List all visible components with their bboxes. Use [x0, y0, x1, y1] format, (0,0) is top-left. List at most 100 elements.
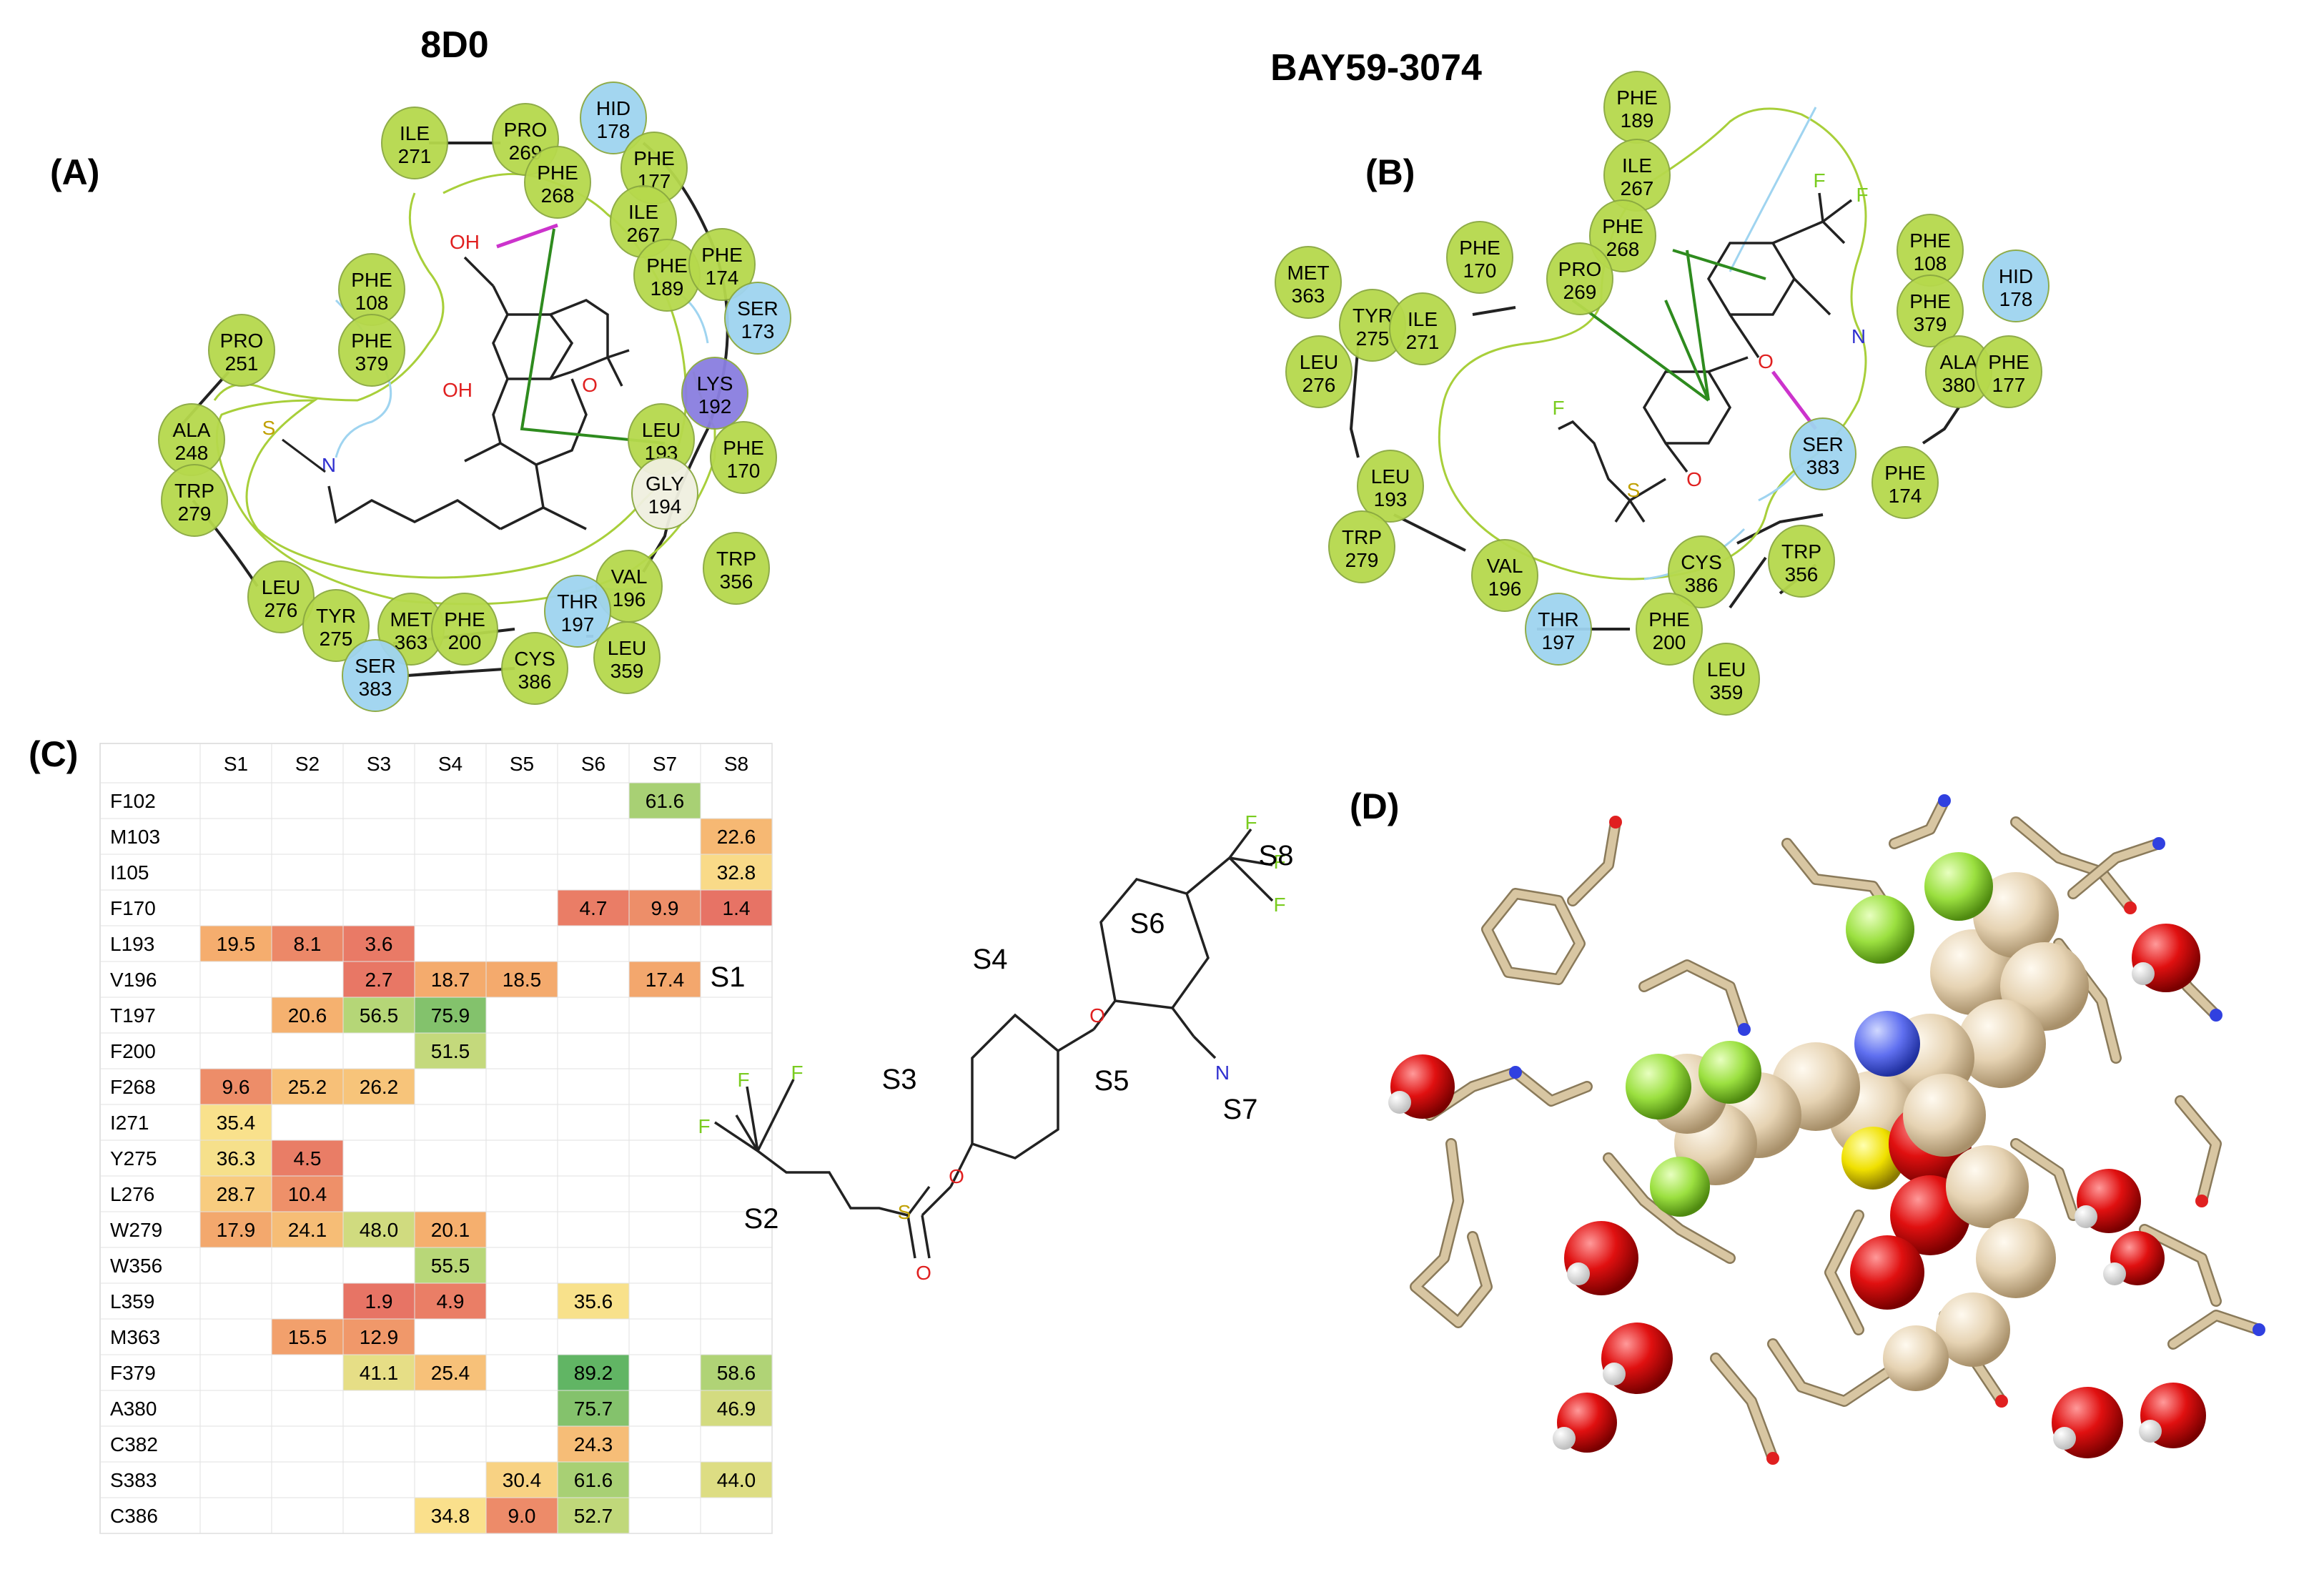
- row-label: V196: [110, 969, 157, 991]
- svg-text:TYR: TYR: [316, 605, 356, 627]
- cell-value: 4.9: [437, 1290, 465, 1313]
- table-cell: [272, 1069, 343, 1104]
- svg-text:178: 178: [1999, 288, 2033, 310]
- atom-o-c1: O: [916, 1262, 931, 1284]
- svg-text:PHE: PHE: [537, 162, 578, 184]
- svg-text:170: 170: [1463, 259, 1497, 282]
- cell-value: 9.9: [651, 897, 679, 919]
- table-cell: [415, 997, 486, 1033]
- cell-value: 52.7: [574, 1505, 613, 1527]
- column-header: S5: [510, 753, 534, 775]
- row-label: L276: [110, 1183, 154, 1205]
- table-cell: [272, 926, 343, 962]
- svg-text:PHE: PHE: [351, 269, 392, 291]
- svg-text:TRP: TRP: [716, 548, 756, 570]
- 3d-binding-pose: [1388, 794, 2265, 1465]
- cell-value: 24.3: [574, 1433, 613, 1455]
- atom-n-b: N: [1851, 325, 1866, 347]
- table-cell: [272, 1176, 343, 1212]
- row-label: F200: [110, 1040, 156, 1062]
- atom-ho-a: OH: [442, 379, 473, 401]
- svg-text:PHE: PHE: [1884, 462, 1926, 484]
- atom-o-a: O: [582, 374, 598, 396]
- row-label: C382: [110, 1433, 158, 1455]
- table-cell: [701, 1355, 772, 1390]
- atom-f-c6: F: [1273, 894, 1285, 916]
- site-label-s7: S7: [1223, 1094, 1258, 1125]
- svg-text:170: 170: [727, 460, 761, 482]
- column-header: S8: [724, 753, 748, 775]
- ligand-8d0: [327, 256, 630, 530]
- row-label: M363: [110, 1326, 160, 1348]
- cell-value: 22.6: [717, 826, 756, 848]
- cell-value: 18.5: [503, 969, 542, 991]
- table-cell: [558, 1498, 629, 1533]
- svg-text:LEU: LEU: [262, 576, 300, 598]
- pi-stacking-b: [1571, 249, 1766, 402]
- site-label-s2: S2: [744, 1203, 779, 1235]
- row-label: M103: [110, 826, 160, 848]
- svg-text:189: 189: [1621, 109, 1654, 132]
- atom-o-c2: O: [949, 1165, 964, 1187]
- svg-text:VAL: VAL: [611, 565, 648, 588]
- site-label-s8: S8: [1259, 840, 1294, 871]
- table-cell: [415, 1355, 486, 1390]
- cell-value: 4.7: [580, 897, 608, 919]
- svg-text:ALA: ALA: [173, 419, 211, 441]
- svg-text:200: 200: [448, 631, 482, 653]
- table-cell: [272, 1212, 343, 1247]
- svg-text:268: 268: [1606, 238, 1640, 260]
- table-row: M103 22.6: [110, 819, 772, 854]
- row-label: L193: [110, 933, 154, 955]
- panel-label-b: (B): [1365, 152, 1415, 192]
- svg-text:VAL: VAL: [1487, 555, 1523, 577]
- svg-text:267: 267: [1621, 177, 1654, 199]
- cell-value: 89.2: [574, 1362, 613, 1384]
- row-label: W279: [110, 1219, 162, 1241]
- column-header: S4: [438, 753, 463, 775]
- atom-f-b1: F: [1813, 169, 1825, 192]
- row-label: W356: [110, 1255, 162, 1277]
- svg-text:HID: HID: [1999, 265, 2033, 287]
- cell-value: 56.5: [360, 1004, 399, 1027]
- cell-value: 26.2: [360, 1076, 399, 1098]
- atom-f-c3: F: [698, 1115, 710, 1137]
- svg-text:HID: HID: [596, 97, 631, 119]
- svg-text:268: 268: [541, 184, 575, 207]
- site-label-s6: S6: [1130, 908, 1165, 939]
- svg-text:PHE: PHE: [723, 437, 764, 459]
- row-label: C386: [110, 1505, 158, 1527]
- panel-title-a: 8D0: [420, 24, 488, 66]
- svg-text:248: 248: [175, 442, 209, 464]
- cell-value: 51.5: [431, 1040, 470, 1062]
- atom-o-b2: O: [1686, 468, 1702, 490]
- atom-f-c1: F: [737, 1069, 749, 1091]
- column-header: S2: [295, 753, 320, 775]
- cell-value: 25.4: [431, 1362, 470, 1384]
- svg-text:197: 197: [1542, 631, 1576, 653]
- svg-text:PHE: PHE: [1459, 237, 1500, 259]
- cell-value: 17.9: [217, 1219, 256, 1241]
- svg-text:173: 173: [741, 320, 775, 342]
- table-cell: [343, 1319, 415, 1355]
- svg-text:PRO: PRO: [1558, 258, 1602, 280]
- cell-value: 46.9: [717, 1398, 756, 1420]
- atom-n-a: N: [322, 454, 336, 476]
- row-label: A380: [110, 1398, 157, 1420]
- svg-text:ILE: ILE: [400, 122, 430, 144]
